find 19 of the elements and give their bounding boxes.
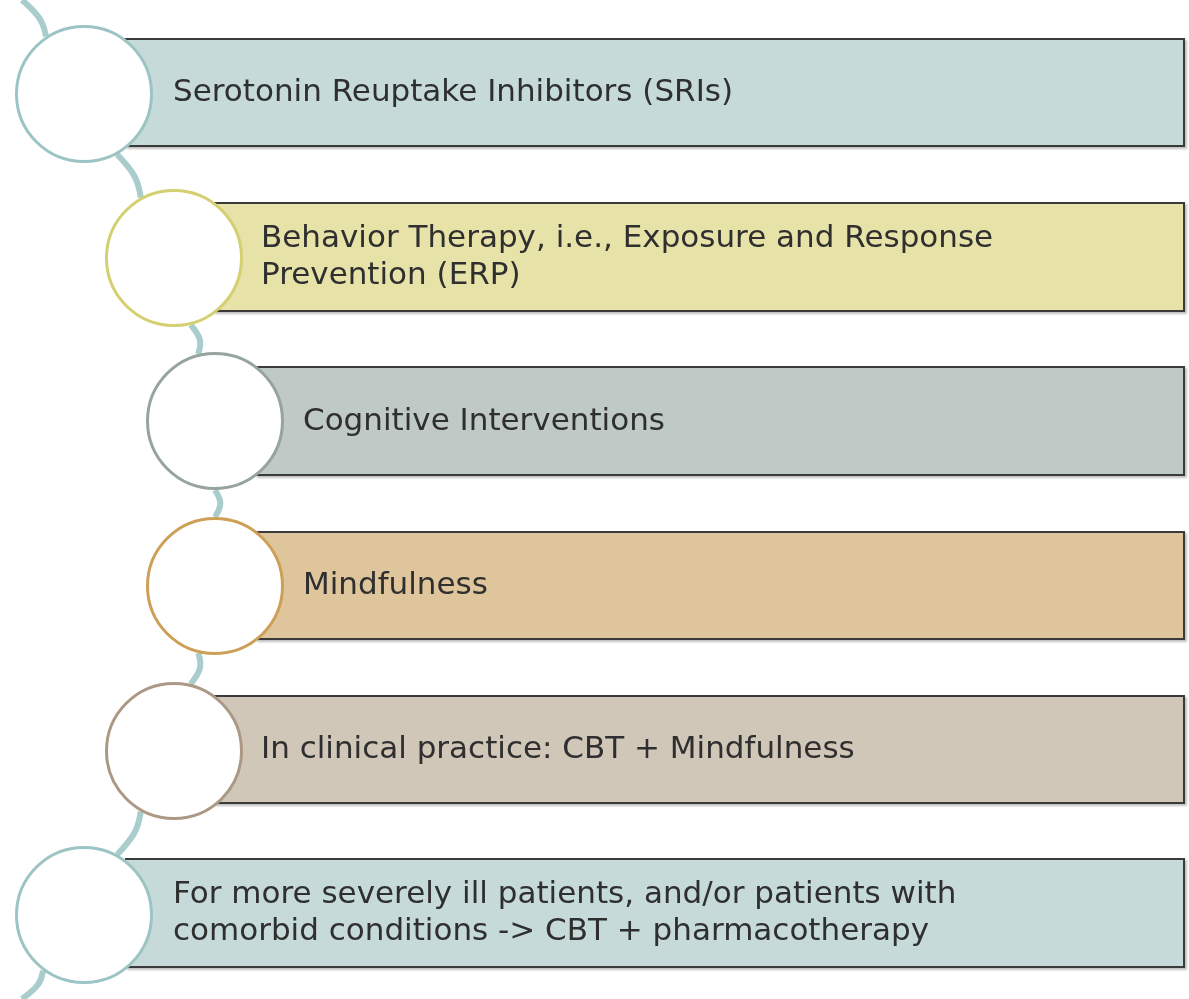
step-text: Behavior Therapy, i.e., Exposure and Response Prevention (ERP) [261, 218, 995, 293]
step-bar [213, 202, 1185, 312]
connector-curve [20, 0, 49, 38]
connector-curve [188, 323, 204, 355]
step-bar [255, 366, 1185, 476]
step-bar [213, 695, 1185, 804]
connector-curve [20, 969, 46, 999]
step-text: Mindfulness [303, 565, 489, 603]
step-bar [125, 38, 1185, 147]
connector-curve [115, 152, 144, 199]
step-text: For more severely ill patients, and/or patients with comorbid conditions -> CBT + pharmacotherapy [173, 874, 958, 949]
connector-curve [115, 810, 144, 857]
step-text: Serotonin Reuptake Inhibitors (SRIs) [173, 72, 735, 110]
step-bar [125, 858, 1185, 968]
step-text: Cognitive Interventions [303, 400, 666, 438]
step-text: In clinical practice: CBT + Mindfulness [261, 729, 856, 767]
connector-curve [188, 652, 204, 686]
connector-curve [212, 488, 224, 519]
step-bar [255, 531, 1185, 640]
